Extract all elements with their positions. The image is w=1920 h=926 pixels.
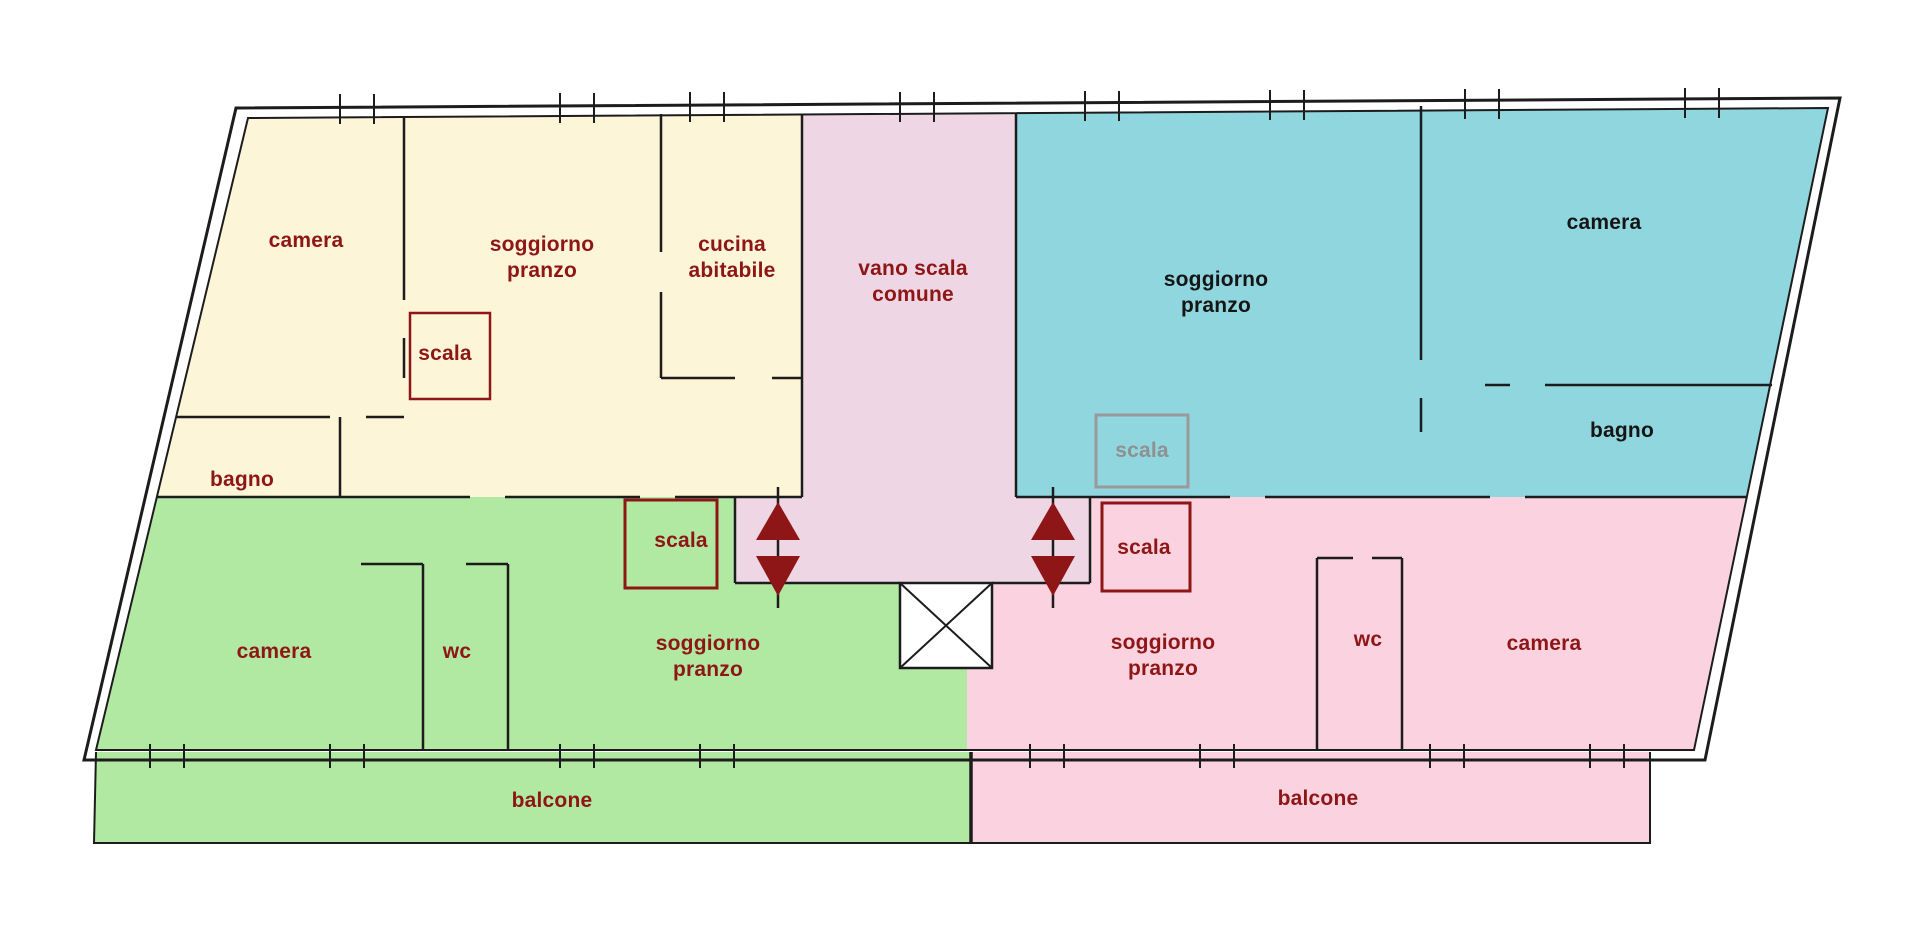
stair-box-bottom-left xyxy=(623,498,719,590)
room-label-bagno-top-right: bagno xyxy=(1590,419,1654,442)
room-label-scala-top-right: scala xyxy=(1115,439,1169,462)
balcony-outline xyxy=(92,751,1651,844)
room-label-balcone-bottom-right: balcone xyxy=(1277,787,1359,810)
room-label-wc-bottom-right: wc xyxy=(1353,628,1383,651)
apartment-bottom-left-region xyxy=(96,497,967,750)
apartment-bottom-right-region xyxy=(967,497,1746,750)
room-label-soggiorno-pranzo-top-right: soggiorno pranzo xyxy=(1163,268,1269,317)
interior-walls xyxy=(157,106,1772,750)
room-label-camera-top-right: camera xyxy=(1566,211,1642,234)
room-label-camera-top-left: camera xyxy=(268,229,344,252)
room-label-scala-top-left: scala xyxy=(418,342,472,365)
stairs-direction-left-icon xyxy=(756,487,800,608)
room-label-scala-bottom-right: scala xyxy=(1117,536,1171,559)
room-label-scala-bottom-left: scala xyxy=(654,529,708,552)
stair-box-top-right xyxy=(1094,413,1190,489)
common-stairwell-region xyxy=(802,113,1016,497)
room-label-soggiorno-pranzo-bottom-left: soggiorno pranzo xyxy=(655,632,761,681)
shaft-cross xyxy=(898,581,994,670)
stair-box-bottom-right xyxy=(1100,501,1192,593)
room-label-wc-bottom-left: wc xyxy=(442,640,472,663)
room-label-camera-bottom-right: camera xyxy=(1506,632,1582,655)
room-label-balcone-bottom-left: balcone xyxy=(511,789,593,812)
room-label-bagno-top-left: bagno xyxy=(210,468,274,491)
balcony-right-region xyxy=(971,752,1650,843)
room-label-cucina-abitabile-top-left: cucina abitabile xyxy=(688,233,776,282)
window-marks xyxy=(149,88,1720,768)
balcony-left-region xyxy=(94,752,971,843)
stairs-direction-right-icon xyxy=(1031,487,1075,608)
room-label-vano-scala-comune: vano scala comune xyxy=(858,257,968,306)
room-label-soggiorno-pranzo-bottom-right: soggiorno pranzo xyxy=(1110,631,1216,680)
room-label-camera-bottom-left: camera xyxy=(236,640,312,663)
common-corridor-region xyxy=(735,497,1090,583)
stair-box-top-left xyxy=(408,311,492,401)
room-label-soggiorno-pranzo-top-left: soggiorno pranzo xyxy=(489,233,595,282)
apartment-top-left-region xyxy=(157,114,802,497)
exterior-walls xyxy=(82,96,1842,762)
